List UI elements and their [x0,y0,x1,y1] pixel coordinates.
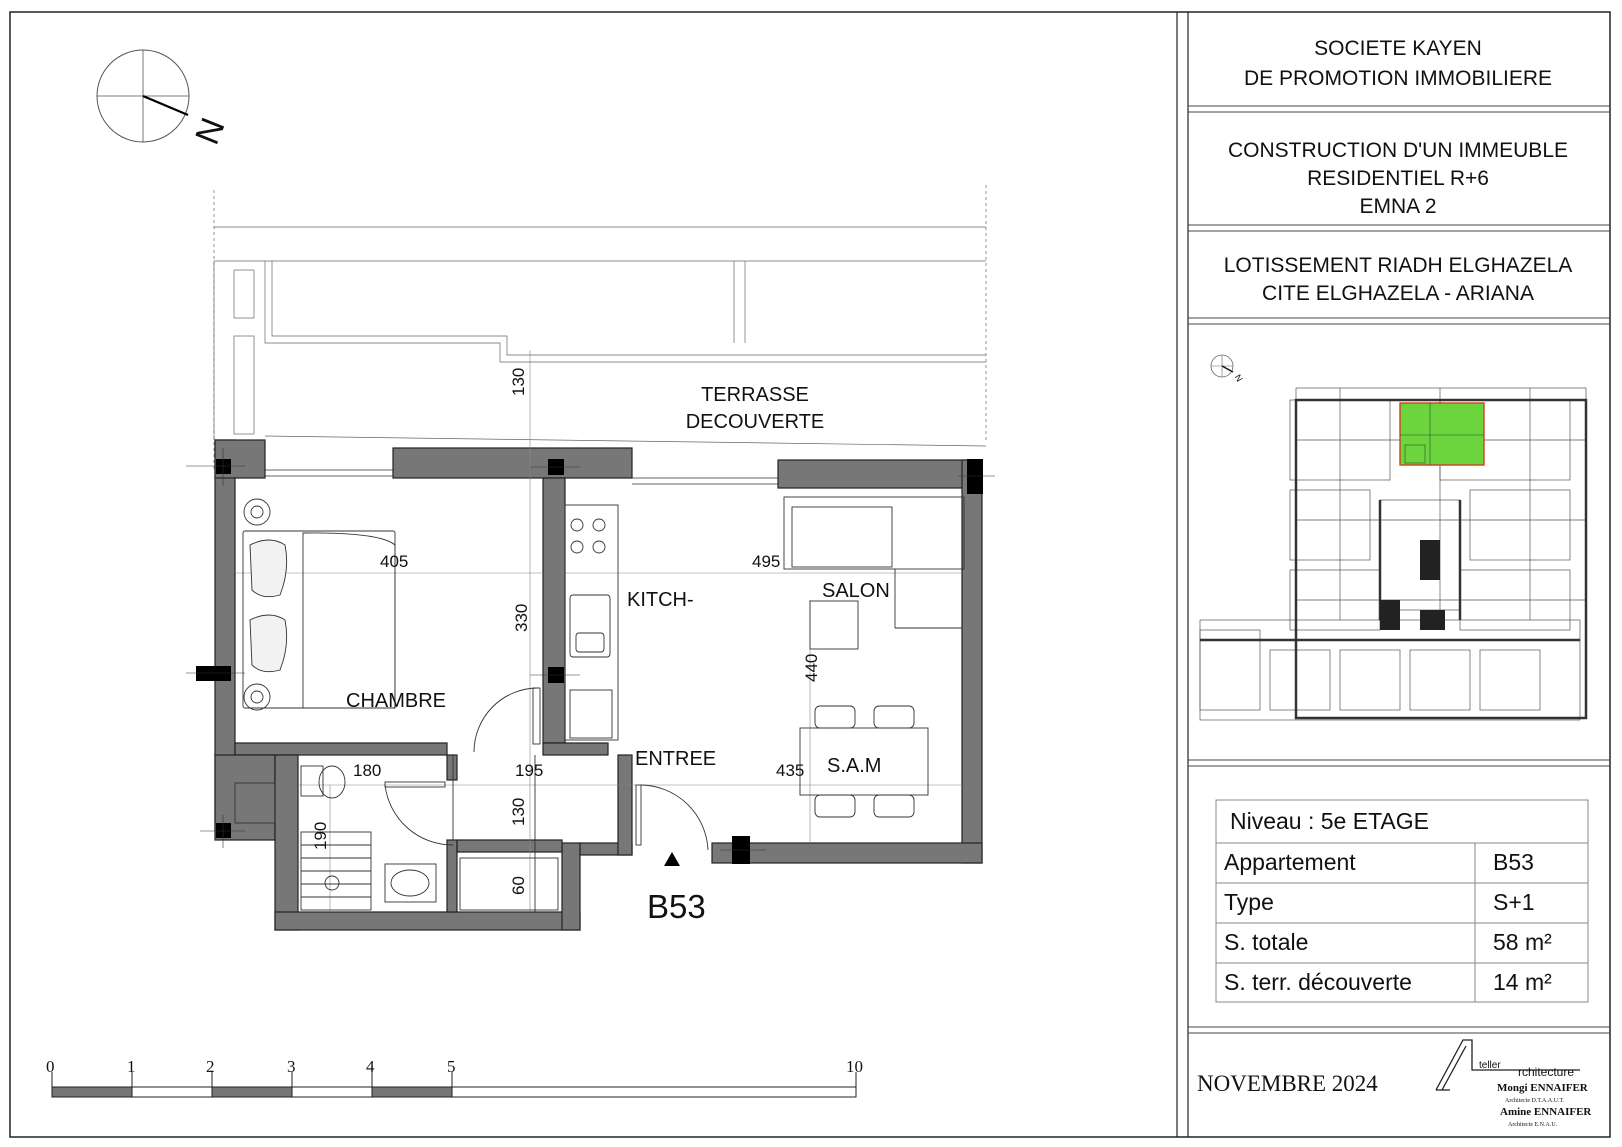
unit-info-table [1215,799,1589,1003]
entrance-arrow-icon [664,852,680,866]
scale-tick-1: 1 [127,1057,136,1076]
column [196,666,231,681]
scale-tick-5: 5 [447,1057,456,1076]
project-line1: CONSTRUCTION D'UN IMMEUBLE [1228,139,1568,162]
north-label: N [188,113,232,150]
sheet-border [9,11,1611,1138]
column [216,459,231,474]
room-label-terrace-1: TERRASSE [701,384,809,406]
row-value-terrace-area: 14 m² [1493,969,1552,995]
scale-tick-0: 0 [46,1057,55,1076]
row-label-apartment: Appartement [1224,849,1356,875]
scale-tick-4: 4 [366,1057,375,1076]
project-line2: RESIDENTIEL R+6 [1307,167,1489,190]
project-line3: EMNA 2 [1359,195,1436,218]
room-label-terrace-2: DECOUVERTE [686,411,825,433]
bathroom-fixtures-icon [234,755,559,912]
scale-tick-10: 10 [846,1057,863,1076]
architect-title-2: Architecte E.N.A.U. [1508,1122,1558,1128]
architect-name-1: Mongi ENNAIFER [1497,1082,1589,1094]
svg-text:N: N [1233,373,1245,384]
key-plan-highlight [1399,402,1485,466]
column [216,823,231,838]
north-arrow-icon [96,49,190,143]
architect-logo-icon [1435,1039,1580,1091]
drawing-date: NOVEMBRE 2024 [1197,1071,1378,1096]
sofa-icon [783,496,965,650]
scale-tick-3: 3 [287,1057,296,1076]
dim-hall-width: 195 [515,761,543,780]
dim-bath-width: 180 [353,761,381,780]
location-line1: LOTISSEMENT RIADH ELGHAZELA [1224,254,1573,277]
dim-shower-depth: 60 [509,876,528,895]
dining-table-icon [799,705,929,818]
column [967,459,983,494]
architect-title-1: Architecte D.T.A.A.U.T. [1505,1098,1565,1104]
company-name-line2: DE PROMOTION IMMOBILIERE [1244,67,1552,90]
dim-chambre-depth: 330 [512,604,531,632]
scale-bar [51,1072,857,1098]
kitchen-counter-icon [564,504,619,741]
company-name-line1: SOCIETE KAYEN [1314,37,1482,60]
room-label-salon: SALON [822,580,890,602]
row-value-apartment: B53 [1493,849,1534,875]
row-label-total-area: S. totale [1224,929,1308,955]
scale-tick-2: 2 [206,1057,215,1076]
dim-chambre-width: 405 [380,552,408,571]
row-value-type: S+1 [1493,889,1535,915]
logo-text-a: teller [1479,1060,1501,1071]
title-block-rules [1188,105,1610,1034]
dim-bath-depth: 190 [311,822,330,850]
row-value-total-area: 58 m² [1493,929,1552,955]
row-label-terrace-area: S. terr. découverte [1224,969,1412,995]
room-label-kitchen: KITCH- [627,589,694,611]
door-swing-icon [384,687,709,851]
logo-text-b: rchitecture [1518,1065,1574,1079]
room-label-chambre: CHAMBRE [346,690,446,712]
dim-terrace-depth: 130 [509,368,528,396]
dim-salon-depth: 440 [802,654,821,682]
room-label-entree: ENTREE [635,748,716,770]
dim-salon-width: 495 [752,552,780,571]
location-line2: CITE ELGHAZELA - ARIANA [1262,282,1534,305]
room-label-sam: S.A.M [827,755,881,777]
dim-hall-depth: 130 [509,798,528,826]
niveau-label: Niveau : 5e ETAGE [1230,808,1429,834]
architect-name-2: Amine ENNAIFER [1500,1106,1592,1118]
dim-sam-width: 435 [776,761,804,780]
unit-label: B53 [647,888,706,925]
bed-icon [242,498,396,711]
key-plan-compass-icon: N [1210,354,1245,384]
key-plan: N [1199,354,1588,721]
row-label-type: Type [1224,889,1274,915]
floor-plan [186,185,995,931]
